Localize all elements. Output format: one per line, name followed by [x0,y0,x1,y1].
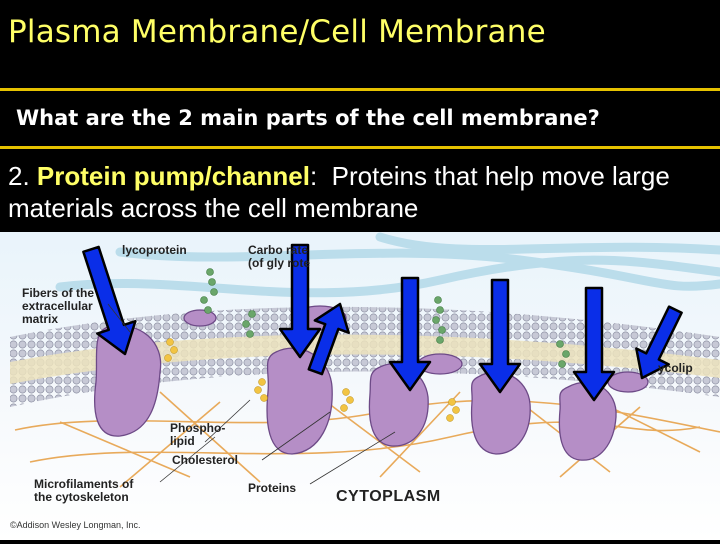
label-microfilaments-line2: the cytoskeleton [34,491,133,504]
label-phospholipid-line2: lipid [170,435,225,448]
label-carbohydrate: Carbo rate (of gly rote [248,244,310,270]
label-proteins: Proteins [248,482,296,495]
label-cholesterol: Cholesterol [172,454,238,467]
membrane-diagram: lycoprotein Carbo rate (of gly rote Fibe… [0,232,720,540]
point-text: 2. Protein pump/channel: Proteins that h… [8,160,713,224]
divider-middle [0,146,720,149]
divider-top [0,88,720,91]
label-cytoplasm: CYTOPLASM [336,490,441,503]
slide-title: Plasma Membrane/Cell Membrane [8,14,546,50]
label-carbohydrate-line2: (of gly rote [248,257,310,270]
point-colon: : [310,161,317,191]
label-microfilaments: Microfilaments of the cytoskeleton [34,478,133,504]
point-term: Protein pump/channel [37,161,310,191]
label-fibers: Fibers of the extracellular matrix [22,287,94,326]
label-phospholipid: Phospho- lipid [170,422,225,448]
label-glycolipid: ycolip [658,362,693,375]
label-glycoprotein: lycoprotein [122,244,187,257]
point-number: 2. [8,161,30,191]
question-text: What are the 2 main parts of the cell me… [16,106,600,130]
label-fibers-line3: matrix [22,313,94,326]
copyright-credit: ©Addison Wesley Longman, Inc. [10,519,141,532]
